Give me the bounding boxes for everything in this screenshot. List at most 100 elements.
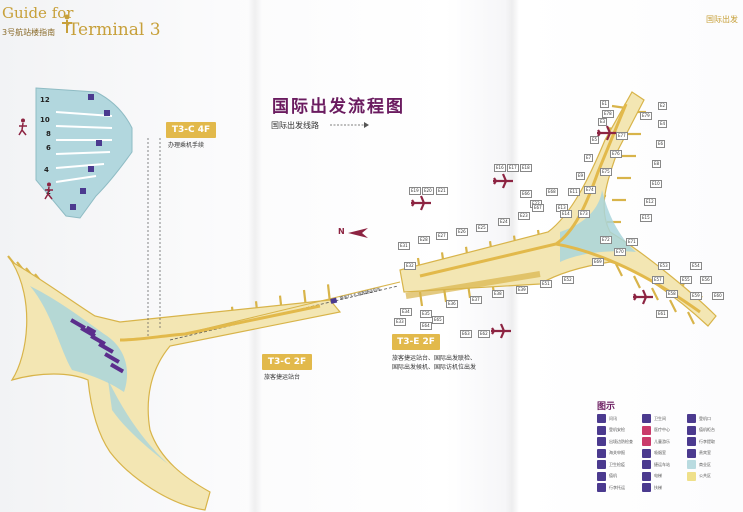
- legend-item: 登机安检: [597, 425, 625, 435]
- gate-label: E3: [598, 118, 608, 126]
- caption-t3c-2f: 旅客捷运站台: [264, 374, 301, 381]
- gate-label: E57: [652, 276, 664, 284]
- legend-label: 行李提取: [699, 438, 715, 444]
- gate-label: E65: [432, 316, 444, 324]
- badge-t3c-4f: T3-C 4F: [166, 122, 216, 138]
- gate-label: E60: [712, 292, 724, 300]
- legend-label: 贵宾室: [699, 450, 711, 455]
- gate-label: E21: [436, 187, 448, 195]
- gate-pier: [669, 299, 677, 313]
- legend-label: 公共区: [699, 473, 711, 478]
- header-subtitle: 3号航站楼指南: [2, 28, 56, 37]
- gate-pier: [326, 284, 332, 303]
- legend-label: 值机柜台: [699, 427, 715, 432]
- gate-label: E9: [576, 172, 586, 180]
- quarantine-icon: [597, 460, 606, 469]
- gate-label: E75: [600, 168, 612, 176]
- legend-item: 卫生间: [642, 414, 666, 423]
- gate-label: E71: [626, 238, 638, 246]
- kids-icon: [642, 437, 651, 446]
- caption-t3e-2f-line2: 国际出发候机、国际访机位出发: [392, 364, 477, 371]
- inset-icon-row: [70, 94, 110, 210]
- checkin-counters: [70, 318, 125, 374]
- caption-t3e-2f-line1: 旅客捷运站台、国际出发联检、: [392, 355, 477, 362]
- gate-label: E79: [640, 112, 652, 120]
- airplane-icon: [491, 323, 511, 339]
- inset-counter-rows: [55, 111, 113, 183]
- security-icon: [597, 425, 606, 435]
- gate-label: E16: [494, 164, 506, 172]
- gate-label: E26: [456, 228, 468, 236]
- gate-label: E20: [422, 187, 434, 195]
- gate-label: E36: [446, 300, 458, 308]
- t3e-parallel-pier: [405, 271, 541, 299]
- legend-item: 行李提取: [687, 437, 715, 446]
- legend-title: 图示: [597, 402, 616, 412]
- gate-label: E74: [584, 186, 596, 194]
- t3c-building: [10, 260, 342, 511]
- gate-label: E23: [518, 212, 530, 220]
- gate-label: E39: [516, 286, 528, 294]
- badge-t3e-2f: T3-E 2F: [392, 334, 440, 350]
- gate-pier: [687, 311, 695, 325]
- t3e-building: [399, 91, 717, 327]
- inset-row-number: 8: [46, 130, 51, 138]
- gate-label: E8: [652, 160, 662, 168]
- caption-t3c-4f: 办理乘机手续: [168, 142, 205, 149]
- map-title: 国际出发流程图: [272, 97, 405, 117]
- north-label: N: [338, 227, 345, 236]
- t3c-blue-zone: [30, 286, 128, 392]
- legend-label: 电梯: [654, 473, 662, 478]
- gate-label: E54: [690, 262, 702, 270]
- gate-label: E19: [409, 187, 421, 195]
- gate-label: E28: [418, 236, 430, 244]
- gate-label: E7: [584, 154, 594, 162]
- gate-pier: [615, 263, 623, 277]
- gate-icon: [687, 414, 696, 423]
- gate-label: E5: [590, 136, 600, 144]
- gate-label: E78: [602, 110, 614, 118]
- legend-label: 登机口: [699, 415, 711, 421]
- legend-label: 卫生检疫: [609, 461, 625, 467]
- claim-icon: [687, 437, 696, 446]
- legend-label: 海关申报: [609, 450, 625, 455]
- gate-pier: [651, 287, 659, 301]
- gate-label: E27: [436, 232, 448, 240]
- walking-person-icon: [18, 118, 27, 136]
- legend-label: 扶梯: [654, 484, 662, 490]
- gate-label: E77: [616, 132, 628, 140]
- north-arrow-icon: [348, 228, 368, 238]
- t3c-route-line: [119, 304, 321, 342]
- gate-label: E62: [478, 330, 490, 338]
- gate-label: E66: [520, 190, 532, 198]
- baggage-icon: [597, 483, 606, 492]
- legend-item: 医疗中心: [642, 425, 670, 435]
- gate-label: E69: [592, 258, 604, 266]
- gate-label: E58: [666, 290, 678, 298]
- apm-train-corridor: [199, 281, 401, 331]
- legend-label: 行李托运: [609, 484, 625, 490]
- legend-label: 吸烟室: [654, 450, 666, 455]
- person-logo-icon: [62, 14, 72, 33]
- gate-label: E32: [404, 262, 416, 270]
- escalator-icon: [642, 483, 651, 492]
- airplane-icon: [411, 195, 431, 211]
- legend-label: 出境边防检查: [609, 438, 633, 444]
- walking-person-icon: [44, 182, 53, 200]
- legend-label: 卫生间: [654, 415, 666, 421]
- legend-item: 出境边防检查: [597, 437, 633, 446]
- medical-icon: [642, 425, 651, 435]
- legend-item: 商业区: [687, 460, 711, 469]
- airplane-icon: [493, 173, 513, 189]
- legend-item: 贵宾室: [687, 448, 711, 458]
- gate-label: E61: [656, 310, 668, 318]
- inset-row-number: 12: [40, 96, 50, 104]
- legend-item: 公共区: [687, 471, 711, 481]
- gate-label: E56: [700, 276, 712, 284]
- gate-pier: [633, 275, 641, 289]
- header-section-label: 国际出发: [706, 15, 738, 24]
- route-legend-label: 国际出发线路: [271, 121, 319, 130]
- toilet-icon: [642, 414, 651, 423]
- passport-icon: [597, 437, 606, 446]
